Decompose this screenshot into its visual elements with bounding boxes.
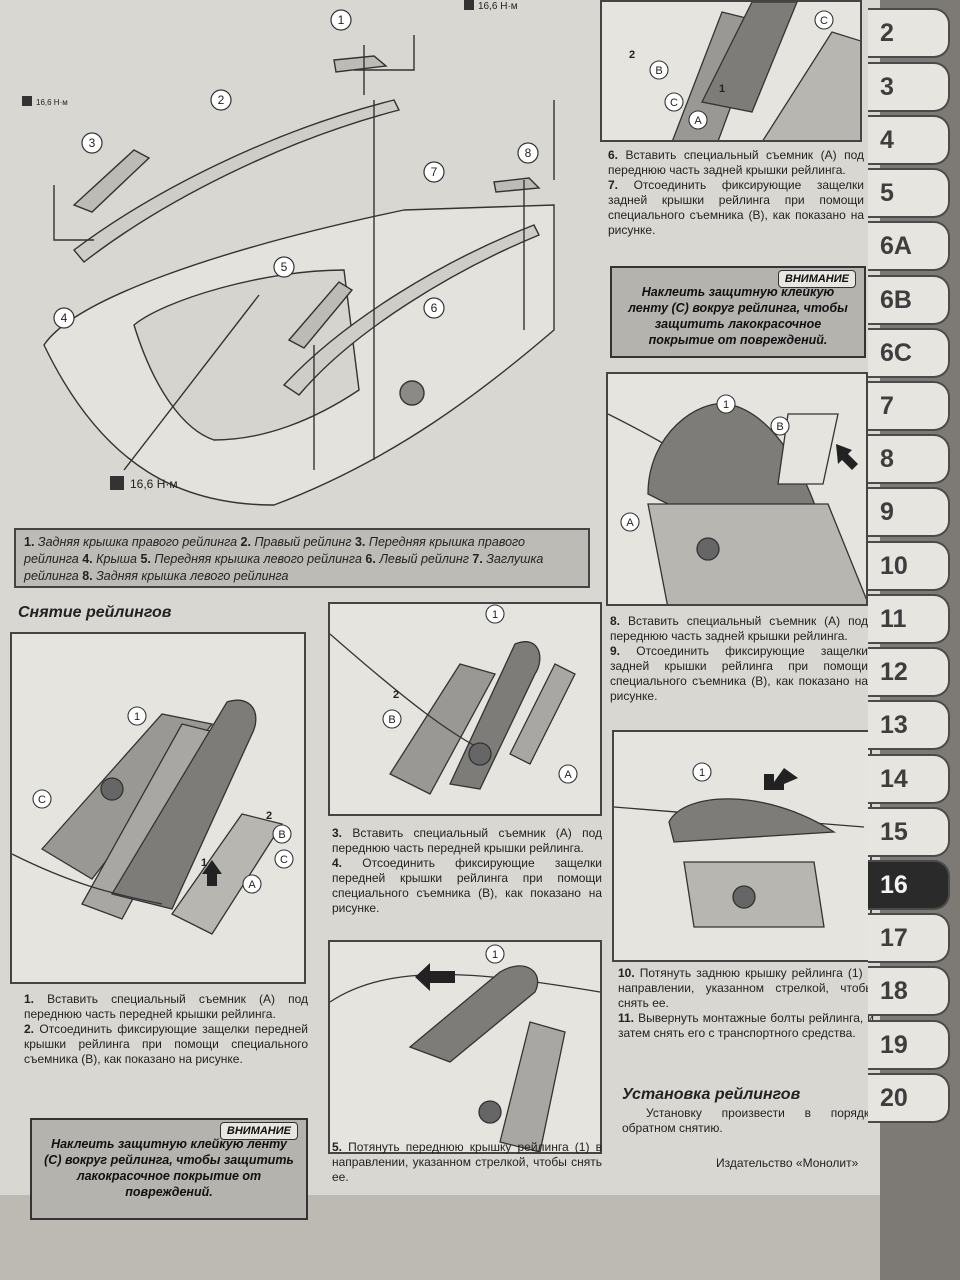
tab-9[interactable]: 9: [868, 487, 950, 537]
fig1-label-b: B: [278, 829, 285, 841]
warning-box-right: ВНИМАНИЕ Наклеить защитную клейкую ленту…: [610, 266, 866, 358]
fig8-label-a: A: [626, 517, 634, 529]
tab-17[interactable]: 17: [868, 913, 950, 963]
install-text: Установку произвести в порядке обратном …: [622, 1106, 876, 1135]
figure-step-5: 1: [328, 940, 602, 1154]
fig6-label-b: B: [655, 65, 662, 77]
fig10-label-1: 1: [699, 767, 705, 779]
figure-step-10: 1: [612, 730, 872, 962]
steps-10-11-text: 10. Потянуть заднюю крышку рейлинга (1) …: [618, 966, 874, 1040]
fig5-label-1: 1: [492, 949, 498, 961]
fig3-label-a: A: [564, 769, 572, 781]
figure-steps-8-9: 1 B A: [606, 372, 868, 606]
fig1-label-1b: 1: [201, 857, 207, 869]
section-title-removal: Снятие рейлингов: [18, 604, 172, 621]
tab-20[interactable]: 20: [868, 1073, 950, 1123]
tab-5[interactable]: 5: [868, 168, 950, 218]
fig3-label-2: 2: [393, 689, 399, 701]
fig6-label-2: 2: [629, 49, 635, 61]
tab-4[interactable]: 4: [868, 115, 950, 165]
tab-8[interactable]: 8: [868, 434, 950, 484]
tab-19[interactable]: 19: [868, 1020, 950, 1070]
callout-8: 8: [525, 146, 532, 160]
figure-steps-6-7: C B C A 2 1: [600, 0, 862, 142]
callout-6: 6: [431, 301, 438, 315]
tab-10[interactable]: 10: [868, 541, 950, 591]
figure-steps-1-2: 1 C B C A 2 1: [10, 632, 306, 984]
fig1-label-a: A: [248, 879, 256, 891]
callout-7: 7: [431, 165, 438, 179]
tab-11[interactable]: 11: [868, 594, 950, 644]
warning-text-left: Наклеить защитную клейкую ленту (С) вокр…: [44, 1137, 294, 1199]
warning-text-right: Наклеить защитную клейкую ленту (С) вокр…: [628, 285, 848, 347]
fig1-label-c: C: [38, 794, 46, 806]
fig8-label-b: B: [776, 421, 783, 433]
fig3-label-1: 1: [492, 609, 498, 621]
fig6-label-c: C: [820, 15, 828, 27]
tab-3[interactable]: 3: [868, 62, 950, 112]
roof-rail-exploded-diagram: 1 2 3 4 5 6 7 8 16,6 Н·м 16,6 Н·м 16,6 Н…: [22, 0, 555, 506]
tab-16-active[interactable]: 16: [868, 860, 950, 910]
fig6-label-1: 1: [719, 83, 725, 95]
steps-8-9-text: 8. Вставить специальный съемник (А) под …: [610, 614, 868, 703]
figure-steps-3-4: 1 B A 2: [328, 602, 602, 816]
chapter-tabs: 2 3 4 5 6A 6B 6C 7 8 9 10 11 12 13 14 15…: [868, 0, 960, 1140]
fig6-label-c2: C: [670, 97, 678, 109]
warning-label-right: ВНИМАНИЕ: [777, 270, 856, 288]
tab-6a[interactable]: 6A: [868, 221, 950, 271]
manual-page: 1 2 3 4 5 6 7 8 16,6 Н·м 16,6 Н·м 16,6 Н…: [0, 0, 880, 1280]
steps-3-4-text: 3. Вставить специальный съемник (А) под …: [332, 826, 602, 915]
tab-18[interactable]: 18: [868, 966, 950, 1016]
callout-2: 2: [218, 93, 225, 107]
tab-14[interactable]: 14: [868, 754, 950, 804]
step-5-text: 5. Потянуть переднюю крышку рейлинга (1)…: [332, 1140, 602, 1184]
torque-label-bottom: 16,6 Н·м: [130, 477, 178, 491]
steps-6-7-text: 6. Вставить специальный съемник (А) под …: [608, 148, 864, 237]
tab-12[interactable]: 12: [868, 647, 950, 697]
fig1-label-1: 1: [134, 711, 140, 723]
fig1-label-2: 2: [266, 810, 272, 822]
tab-7[interactable]: 7: [868, 381, 950, 431]
tab-6b[interactable]: 6B: [868, 275, 950, 325]
publisher-footer: Издательство «Монолит»: [716, 1156, 859, 1170]
steps-1-2-text: 1. Вставить специальный съемник (А) под …: [24, 992, 308, 1066]
callout-1: 1: [338, 13, 345, 27]
fig3-label-b: B: [388, 714, 395, 726]
warning-box-left: ВНИМАНИЕ Наклеить защитную клейкую ленту…: [30, 1118, 308, 1220]
diagram-caption: 1. Задняя крышка правого рейлинга 2. Пра…: [14, 528, 590, 588]
tab-13[interactable]: 13: [868, 700, 950, 750]
callout-4: 4: [61, 311, 68, 325]
tab-15[interactable]: 15: [868, 807, 950, 857]
tab-6c[interactable]: 6C: [868, 328, 950, 378]
section-title-install: Установка рейлингов: [622, 1086, 801, 1103]
warning-label-left: ВНИМАНИЕ: [219, 1122, 298, 1140]
torque-label-left: 16,6 Н·м: [36, 98, 68, 107]
callout-3: 3: [89, 136, 96, 150]
tab-2[interactable]: 2: [868, 8, 950, 58]
torque-label-top: 16,6 Н·м: [478, 1, 518, 12]
fig8-label-1: 1: [723, 399, 729, 411]
callout-5: 5: [281, 260, 288, 274]
fig6-label-a: A: [694, 115, 702, 127]
fig1-label-c2: C: [280, 854, 288, 866]
